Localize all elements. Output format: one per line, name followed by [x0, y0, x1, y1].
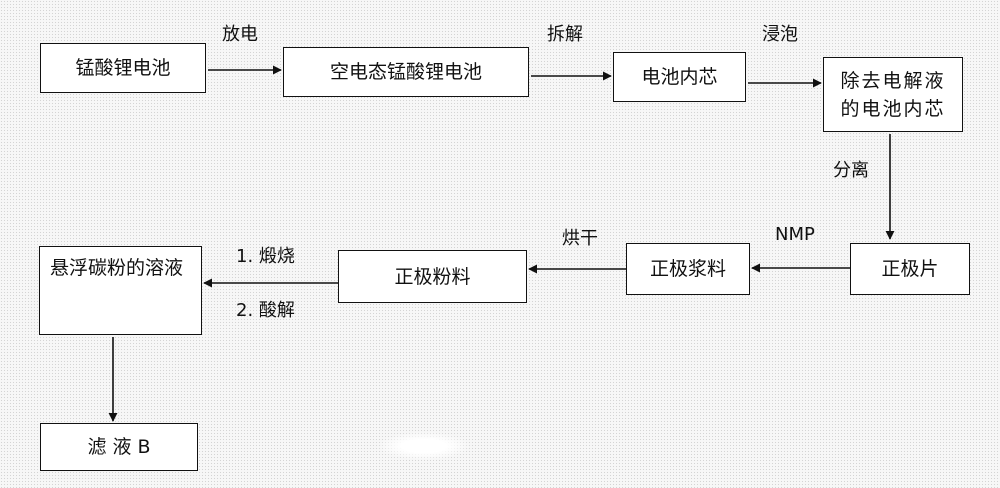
- node-battery-label: 锰酸锂电池: [75, 57, 171, 79]
- node-empty-battery-label: 空电态锰酸锂电池: [329, 61, 482, 83]
- node-core-no-electrolyte: 除去电解液的电池内芯: [823, 57, 963, 132]
- node-cathode-slurry: 正极浆料: [626, 243, 750, 295]
- edge-label-discharge: 放电: [222, 24, 258, 45]
- node-cathode-powder-label: 正极粉料: [394, 265, 471, 288]
- edge-label-calcine: 1. 煅烧: [236, 246, 295, 267]
- node-core: 电池内芯: [613, 52, 746, 102]
- node-cathode-powder: 正极粉料: [338, 250, 527, 303]
- node-cathode-sheet-label: 正极片: [881, 258, 939, 280]
- node-carbon-solution: 悬浮碳粉的溶液: [39, 246, 202, 335]
- edge-label-dry: 烘干: [562, 228, 598, 249]
- edge-label-nmp: NMP: [775, 224, 815, 245]
- node-carbon-solution-label: 悬浮碳粉的溶液: [50, 257, 184, 279]
- scan-glare: [378, 432, 470, 460]
- node-filtrate: 滤 液 B: [40, 423, 198, 471]
- edge-label-acid-dissolve: 2. 酸解: [236, 300, 295, 321]
- node-cathode-slurry-label: 正极浆料: [649, 258, 726, 280]
- edge-label-disassemble: 拆解: [547, 24, 583, 45]
- edge-label-soak: 浸泡: [762, 24, 798, 45]
- node-core-no-electrolyte-label: 除去电解液的电池内芯: [840, 69, 946, 120]
- node-cathode-sheet: 正极片: [850, 243, 970, 295]
- node-battery: 锰酸锂电池: [40, 43, 206, 93]
- node-filtrate-label: 滤 液 B: [87, 436, 151, 458]
- edge-label-separate: 分离: [833, 160, 869, 181]
- node-empty-battery: 空电态锰酸锂电池: [283, 47, 529, 97]
- node-core-label: 电池内芯: [641, 66, 718, 88]
